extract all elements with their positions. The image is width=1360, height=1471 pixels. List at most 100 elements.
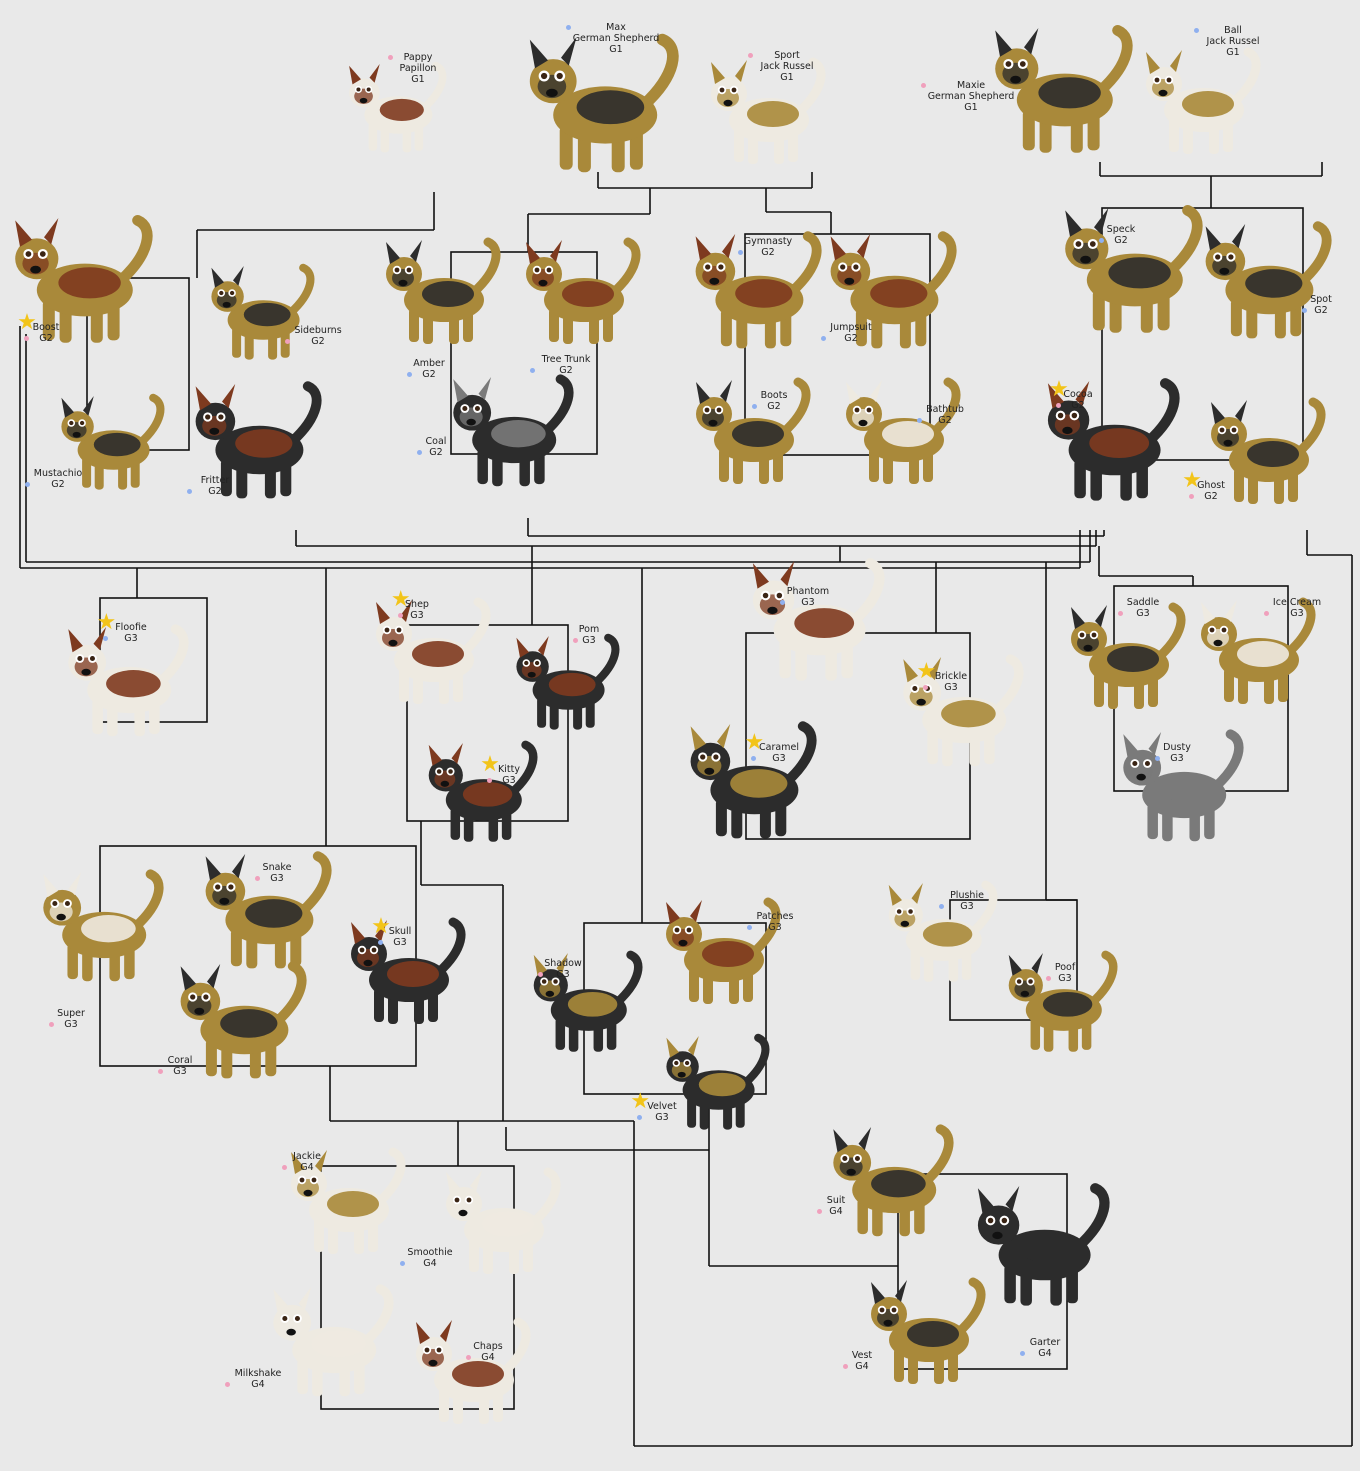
dog-figure-boots <box>696 377 811 484</box>
dog-breed: Jack Russel <box>1206 36 1260 47</box>
dog-name: Dusty <box>1163 742 1191 753</box>
dog-generation: G3 <box>556 969 570 980</box>
dog-figure-sideburns <box>211 263 315 360</box>
star-icon: ★ <box>96 610 117 635</box>
dog-generation: G2 <box>208 486 222 497</box>
star-icon: ★ <box>390 587 411 612</box>
dog-name: Pom <box>578 624 600 635</box>
dog-name: Boots <box>760 390 788 401</box>
dog-name: Mustachio <box>33 468 83 479</box>
dog-figure-sport <box>711 57 826 164</box>
star-icon: ★ <box>17 310 37 335</box>
dog-figure-amber <box>386 237 501 344</box>
dog-figure-maxie <box>995 24 1133 153</box>
dog-figure-shadow <box>533 950 643 1052</box>
dog-figure-cocoa <box>1047 378 1180 501</box>
female-dot-icon <box>49 1022 54 1027</box>
male-dot-icon <box>399 1261 405 1266</box>
dog-name: Spot <box>1310 294 1332 305</box>
male-dot-icon <box>917 418 923 423</box>
dog-name: Coal <box>425 436 447 447</box>
litter-box <box>1101 207 1304 461</box>
dog-figure-dusty <box>1123 729 1244 842</box>
dog-name: Gymnasty <box>743 236 793 247</box>
dog-figure-mustachio <box>61 393 165 490</box>
dog-name: Speck <box>1106 224 1136 235</box>
male-dot-icon <box>820 336 826 341</box>
star-icon: ★ <box>1182 468 1202 493</box>
male-dot-icon <box>1301 308 1307 313</box>
female-dot-icon <box>466 1355 471 1360</box>
female-dot-icon <box>284 339 290 344</box>
female-dot-icon <box>1263 611 1269 616</box>
dog-figure-skull <box>351 917 466 1024</box>
female-dot-icon <box>282 1165 288 1170</box>
dog-generation: G4 <box>423 1258 437 1269</box>
dog-figure-shep <box>376 597 491 704</box>
dog-breed: German Shepherd <box>927 91 1015 102</box>
dog-generation: G3 <box>1058 973 1072 984</box>
star-icon: ★ <box>630 1089 651 1114</box>
dog-name: Ghost <box>1197 480 1225 491</box>
dog-figure-pom <box>516 633 620 730</box>
dog-figure-phantom <box>752 558 885 681</box>
dog-figure-milkshake <box>273 1284 394 1397</box>
dog-generation: G3 <box>655 1112 669 1123</box>
dog-breed: German Shepherd <box>572 33 660 44</box>
dog-generation: G2 <box>1204 491 1218 502</box>
star-icon: ★ <box>480 752 500 777</box>
dog-name: Shep <box>405 599 429 610</box>
dog-generation: G3 <box>772 753 786 764</box>
female-dot-icon <box>255 876 260 881</box>
male-dot-icon <box>737 250 743 255</box>
male-dot-icon <box>751 756 757 761</box>
dog-figure-fritter <box>195 381 322 499</box>
female-dot-icon <box>158 1069 163 1074</box>
dog-generation: G1 <box>964 102 978 113</box>
male-dot-icon <box>637 1115 643 1120</box>
dog-name: Ice Cream <box>1272 597 1322 608</box>
dog-generation: G2 <box>844 333 858 344</box>
dog-generation: G3 <box>173 1066 187 1077</box>
female-dot-icon <box>842 1364 848 1369</box>
dog-generation: G3 <box>270 873 284 884</box>
dog-name: Vest <box>851 1350 873 1361</box>
female-dot-icon <box>921 83 926 88</box>
dog-figure-velvet <box>666 1033 770 1130</box>
dog-figure-jumpsuit <box>830 231 957 349</box>
dog-generation: G2 <box>938 415 952 426</box>
male-dot-icon <box>416 450 422 455</box>
dog-figure-ball <box>1146 47 1261 154</box>
dog-name: Poof <box>1054 962 1076 973</box>
dog-figure-vest <box>871 1277 986 1384</box>
dog-name: Skull <box>388 926 412 937</box>
dog-name: Snake <box>262 862 292 873</box>
star-icon: ★ <box>371 914 391 939</box>
dog-breed: Papillon <box>399 63 437 74</box>
dog-figure-patches <box>666 897 781 1004</box>
